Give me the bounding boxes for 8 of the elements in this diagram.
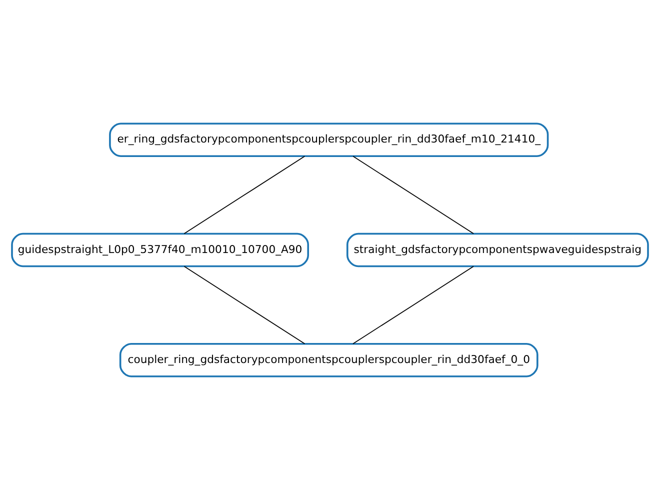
node-box: guidespstraight_L0p0_5377f40_m10010_10700_A90 (11, 232, 310, 267)
node-box: coupler_ring_gdsfactorypcomponentspcouplerspcoupler_rin_dd30faef_0_0 (119, 342, 538, 377)
connector (352, 265, 474, 344)
node-box: er_ring_gdsfactorypcomponentspcouplerspcoupler_rin_dd30faef_m10_21410_ (109, 122, 549, 157)
node-box: straight_gdsfactorypcomponentspwaveguidespstraig (346, 232, 649, 267)
connector (184, 155, 306, 234)
connector (184, 265, 306, 344)
connector (352, 155, 474, 234)
